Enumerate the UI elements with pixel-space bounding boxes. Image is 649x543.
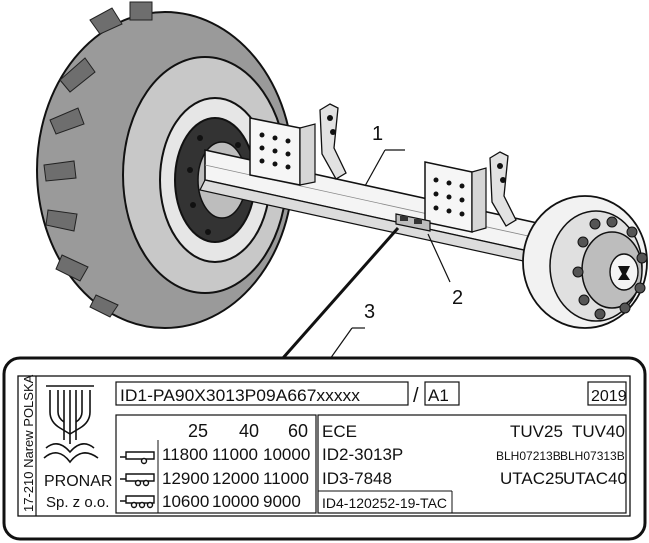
plate-id1: ID1-PA90X3013P09A667xxxxx bbox=[120, 386, 360, 405]
load-r3-c2: 10000 bbox=[212, 492, 259, 511]
plate-utac25: UTAC25 bbox=[500, 469, 564, 488]
right-bracket bbox=[424, 151, 517, 233]
plate-brand: PRONAR bbox=[44, 473, 112, 490]
callout-2: 2 bbox=[452, 287, 463, 309]
plate-utac40: UTAC40 bbox=[563, 469, 627, 488]
plate-id4: ID4-120252-19-TAC bbox=[322, 495, 447, 511]
axle-nameplate bbox=[395, 213, 431, 232]
load-r1-c3: 10000 bbox=[263, 445, 310, 464]
callout-1: 1 bbox=[372, 123, 383, 145]
nameplate-detail: 17-210 Narew POLSKA PRONAR Sp. z o.o. ID… bbox=[2, 356, 647, 541]
trailer-icon bbox=[120, 451, 155, 509]
load-r2-c3: 11000 bbox=[263, 469, 309, 488]
plate-id2: ID2-3013P bbox=[322, 445, 403, 464]
load-r2-c2: 12000 bbox=[212, 469, 259, 488]
plate-year: 2019 bbox=[591, 388, 627, 405]
plate-tuv40: TUV40 bbox=[572, 422, 625, 441]
plate-slash: / bbox=[413, 385, 419, 407]
plate-blh2: BLH07313B bbox=[560, 449, 625, 463]
pronar-logo bbox=[43, 385, 99, 464]
detail-connector bbox=[281, 227, 400, 359]
load-r1-c1: 11800 bbox=[162, 445, 208, 464]
speed-header-40: 40 bbox=[239, 421, 259, 441]
plate-address: 17-210 Narew POLSKA bbox=[21, 374, 36, 512]
speed-header-25: 25 bbox=[188, 421, 208, 441]
plate-variant: A1 bbox=[428, 386, 449, 405]
plate-ece: ECE bbox=[322, 422, 357, 441]
plate-id3: ID3-7848 bbox=[322, 469, 392, 488]
speed-header-60: 60 bbox=[288, 421, 308, 441]
plate-company: Sp. z o.o. bbox=[46, 494, 109, 511]
plate-tuv25: TUV25 bbox=[510, 422, 563, 441]
load-r1-c2: 11000 bbox=[212, 445, 258, 464]
load-r3-c1: 10600 bbox=[162, 492, 209, 511]
wheel-hub bbox=[522, 195, 648, 329]
load-r3-c3: 9000 bbox=[263, 492, 301, 511]
plate-blh1: BLH07213B bbox=[496, 449, 561, 463]
callout-3: 3 bbox=[364, 301, 375, 323]
load-r2-c1: 12900 bbox=[162, 469, 209, 488]
left-bracket bbox=[249, 103, 347, 186]
